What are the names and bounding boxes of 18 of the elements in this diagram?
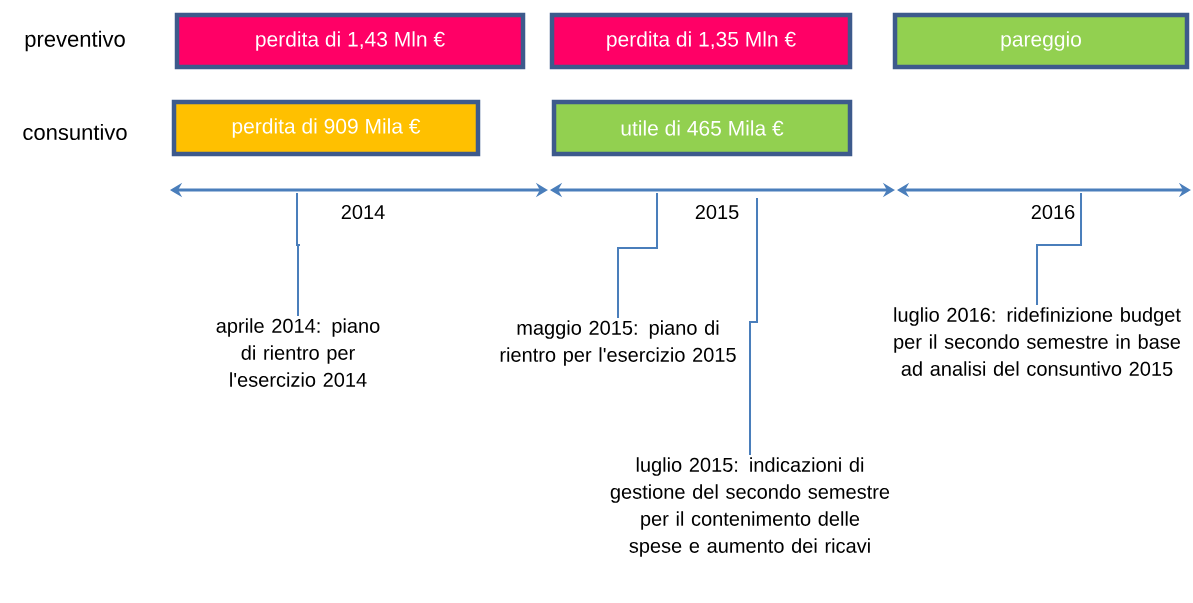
leader-line — [296, 192, 301, 317]
year-label: 2016 — [1029, 203, 1077, 221]
note-text: aprile 2014: piano di rientro per l'esercizio 2014 — [216, 318, 380, 387]
note-text: maggio 2015: piano di rientro per l'esercizio 2015 — [500, 320, 736, 366]
value-box: utile di 465 Mila € — [551, 99, 853, 157]
value-box: perdita di 1,43 Mln € — [174, 12, 526, 70]
note-text: luglio 2016: ridefinizione budget per il secondo semestre in base ad analisi del consuntivo 2015 — [894, 307, 1181, 376]
row-label: preventivo — [23, 29, 127, 53]
leader-line — [749, 197, 758, 456]
row-label: consuntivo — [21, 122, 129, 142]
year-label: 2015 — [693, 203, 741, 221]
value-box: perdita di 909 Mila € — [171, 99, 481, 157]
year-label: 2014 — [339, 203, 387, 221]
leader-line — [1036, 192, 1082, 306]
note-text: luglio 2015: indicazioni di gestione del secondo semestre per il contenimento delle spese e aumento dei ricavi — [610, 457, 890, 557]
leader-line — [617, 192, 658, 319]
value-box: pareggio — [892, 12, 1190, 70]
value-box: perdita di 1,35 Mln € — [549, 12, 853, 70]
